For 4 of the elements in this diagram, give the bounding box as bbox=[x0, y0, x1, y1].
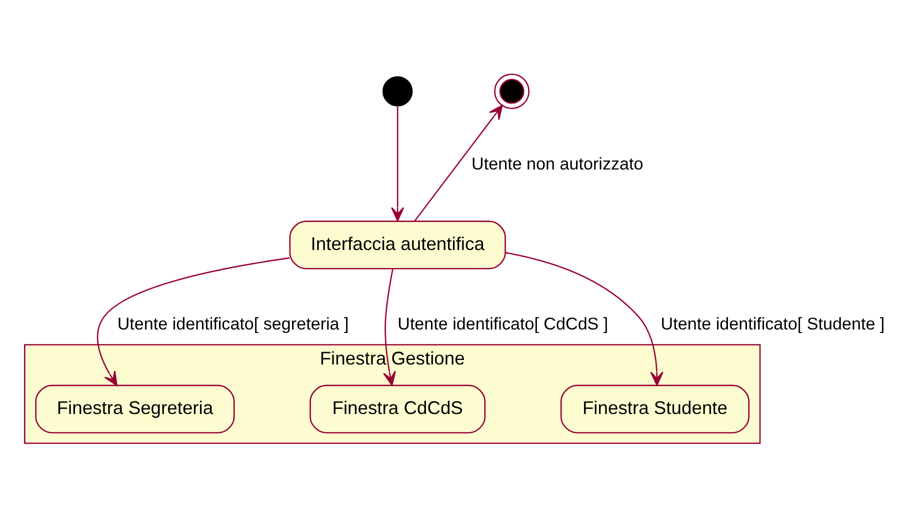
edge-label: Utente identificato[ Studente ] bbox=[660, 314, 885, 334]
edge-label: Utente identificato[ CdCdS ] bbox=[398, 314, 608, 334]
edge-label: Utente non autorizzato bbox=[472, 154, 644, 173]
edge-label: Utente identificato[ segreteria ] bbox=[117, 314, 349, 334]
